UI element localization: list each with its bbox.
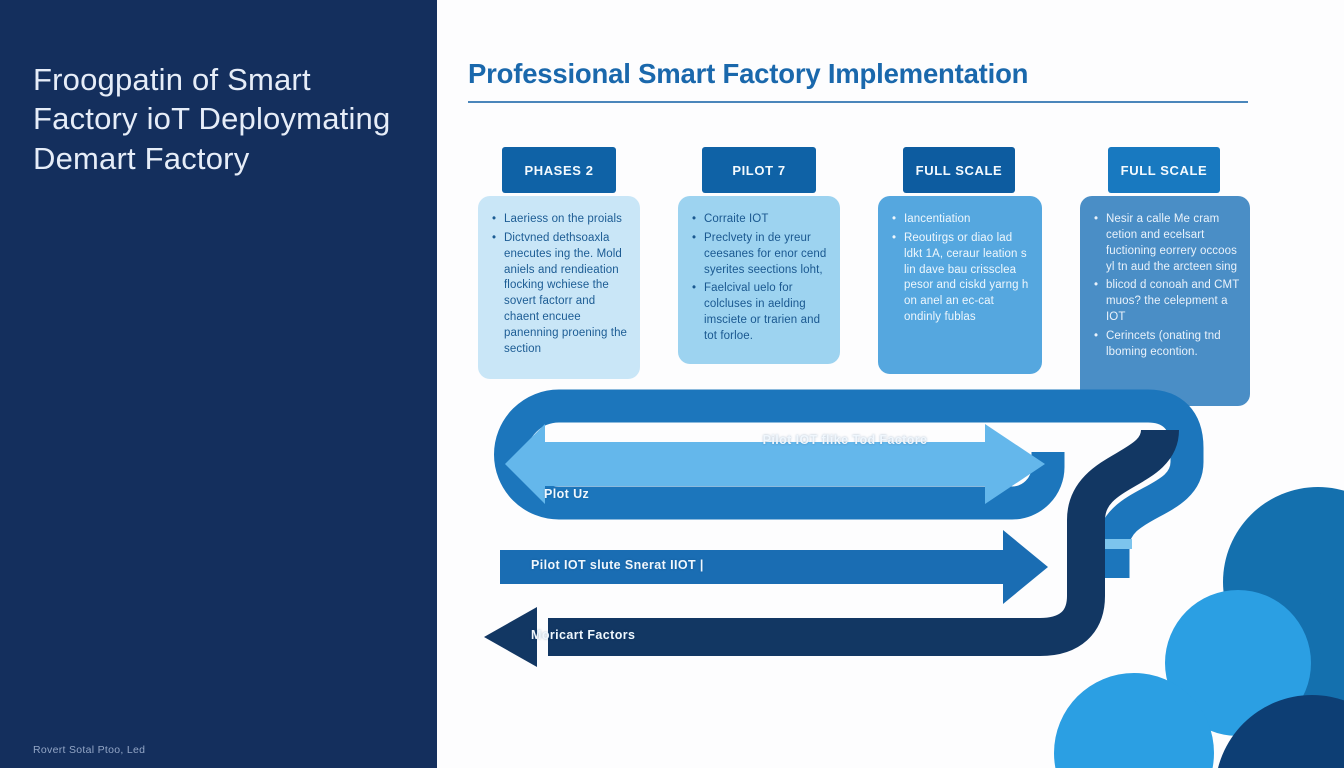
phase-4-bullet-list: Nesir a calle Me cram cetion and ecelsar… bbox=[1093, 212, 1240, 361]
phase-1-header: PHASES 2 bbox=[502, 147, 616, 193]
title-underline bbox=[468, 101, 1248, 103]
bullet-item: Nesir a calle Me cram cetion and ecelsar… bbox=[1093, 212, 1240, 275]
bullet-item: Laeriess on the proials bbox=[491, 212, 630, 228]
phase-3-bullet-list: Iancentiation Reoutirgs or diao lad ldkt… bbox=[891, 212, 1032, 326]
bullet-item: Reoutirgs or diao lad ldkt 1A, ceraur le… bbox=[891, 231, 1032, 326]
bullet-item: Corraite IOT bbox=[691, 212, 830, 228]
phase-2-header: PILOT 7 bbox=[702, 147, 816, 193]
phase-3-header: FULL SCALE bbox=[903, 147, 1015, 193]
cloud-circle-bright bbox=[1054, 673, 1214, 768]
loop-arrow-label: Pilot IOT flike Tod Factore bbox=[762, 433, 928, 447]
bullet-item: Dictvned dethsoaxla enecutes ing the. Mo… bbox=[491, 231, 630, 358]
sidebar-title: Froogpatin of Smart Factory ioT Deployma… bbox=[33, 62, 391, 176]
phase-4-card: Nesir a calle Me cram cetion and ecelsar… bbox=[1080, 196, 1250, 406]
double-arrow-head-right bbox=[985, 424, 1045, 504]
track-right-descender bbox=[1096, 389, 1204, 578]
cloud-circle-bright bbox=[1165, 590, 1311, 736]
bottom-arrow-label: Moricart Factors bbox=[531, 628, 636, 642]
sidebar-footer-credit: Rovert Sotal Ptoo, Led bbox=[33, 744, 146, 756]
bullet-item: Faelcival uelo for colcluses in aelding … bbox=[691, 281, 830, 344]
mid-arrowhead-right bbox=[1003, 530, 1048, 604]
bullet-item: Iancentiation bbox=[891, 212, 1032, 228]
page-title: Professional Smart Factory Implementatio… bbox=[468, 58, 1029, 89]
bullet-item: Preclvety in de yreur ceesanes for enor … bbox=[691, 231, 830, 279]
return-path bbox=[548, 427, 1179, 656]
phase-2-card: Corraite IOT Preclvety in de yreur ceesa… bbox=[678, 196, 840, 364]
cloud-circle-navy bbox=[1218, 695, 1344, 768]
bottom-arrowhead-left bbox=[484, 607, 537, 667]
phase-1-card: Laeriess on the proials Dictvned dethsoa… bbox=[478, 196, 640, 379]
loop-track bbox=[494, 389, 1148, 520]
double-arrow-head-left bbox=[505, 424, 545, 504]
bullet-item: Cerincets (onating tnd lboming econtion. bbox=[1093, 329, 1240, 361]
mid-arrow-label: Pilot IOT slute Snerat IIOT | bbox=[531, 558, 704, 572]
phase-2-bullet-list: Corraite IOT Preclvety in de yreur ceesa… bbox=[691, 212, 830, 345]
track-bottom-label: Plot Uz bbox=[544, 487, 590, 501]
mid-arrow-body bbox=[500, 550, 1003, 584]
sidebar: Froogpatin of Smart Factory ioT Deployma… bbox=[0, 0, 437, 768]
phase-4-header: FULL SCALE bbox=[1108, 147, 1220, 193]
double-arrow-body bbox=[542, 442, 988, 486]
phase-3-card: Iancentiation Reoutirgs or diao lad ldkt… bbox=[878, 196, 1042, 374]
process-flow-diagram bbox=[484, 389, 1344, 768]
bullet-item: blicod d conoah and CMT muos? the celepm… bbox=[1093, 278, 1240, 326]
phase-1-bullet-list: Laeriess on the proials Dictvned dethsoa… bbox=[491, 212, 630, 358]
pipe-joint-notch bbox=[1095, 539, 1132, 549]
